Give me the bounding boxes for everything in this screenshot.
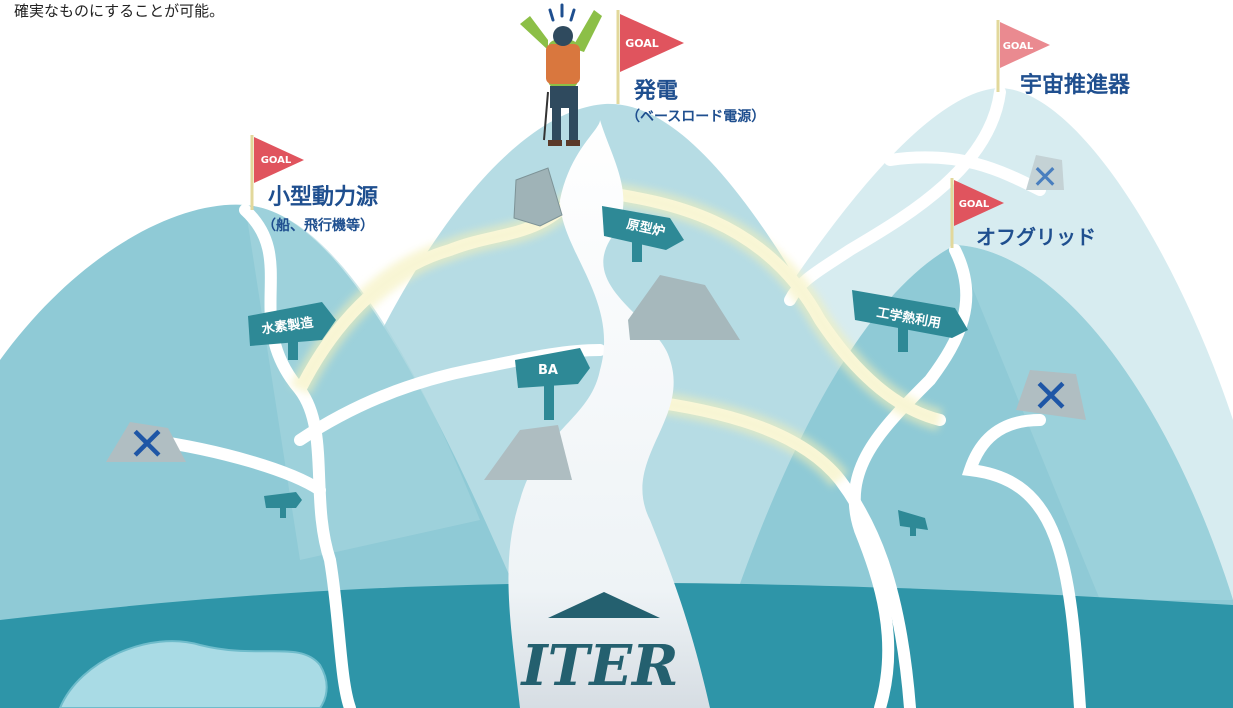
goal-sub-left: （船、飛行機等） (262, 217, 374, 234)
signpost-heat: 工学熱利用 (852, 290, 968, 352)
signpost-small-left (264, 492, 302, 518)
svg-text:GOAL: GOAL (625, 37, 659, 50)
iter-roof-icon (548, 592, 660, 618)
signpost-ba: BA (515, 348, 590, 420)
blocked-x-icon: ✕ (128, 417, 167, 471)
mountain-left (0, 204, 520, 708)
goal-flag-left: GOAL (250, 135, 304, 210)
rock-2 (628, 275, 740, 340)
hiker-figure (520, 3, 602, 146)
rock-1 (513, 167, 563, 227)
lake (58, 640, 328, 708)
goal-title-right: オフグリッド (976, 225, 1096, 249)
signpost-hydrogen: 水素製造 (248, 302, 336, 360)
main-path (508, 120, 710, 708)
blocked-x-icon: ✕ (1032, 158, 1059, 196)
goal-flag-right: GOAL (950, 178, 1004, 248)
iter-label: ITER (519, 633, 678, 699)
goal-title-right-far: 宇宙推進器 (1020, 72, 1131, 98)
svg-text:水素製造: 水素製造 (261, 314, 316, 337)
svg-text:GOAL: GOAL (959, 199, 990, 210)
blocked-rock-far: ✕ (1026, 155, 1064, 196)
signpost-prototype: 原型炉 (602, 206, 684, 262)
blocked-rock-right: ✕ (1016, 369, 1086, 423)
svg-text:GOAL: GOAL (1003, 41, 1034, 52)
goal-title-left: 小型動力源 (268, 185, 378, 210)
blocked-x-icon: ✕ (1032, 369, 1071, 423)
goal-flag-right-far: GOAL (996, 20, 1050, 92)
svg-text:原型炉: 原型炉 (625, 216, 666, 240)
signpost-small-right (898, 510, 928, 536)
svg-text:GOAL: GOAL (261, 155, 292, 166)
blocked-rock-left: ✕ (106, 417, 186, 471)
rock-3 (484, 425, 572, 480)
goal-sub-center: （ベースロード電源） (626, 108, 765, 125)
caption-text: 確実なものにすることが可能。 (14, 2, 225, 20)
goal-title-center: 発電 (633, 79, 678, 104)
svg-text:BA: BA (538, 363, 558, 378)
goal-flag-center: GOAL (616, 10, 684, 104)
